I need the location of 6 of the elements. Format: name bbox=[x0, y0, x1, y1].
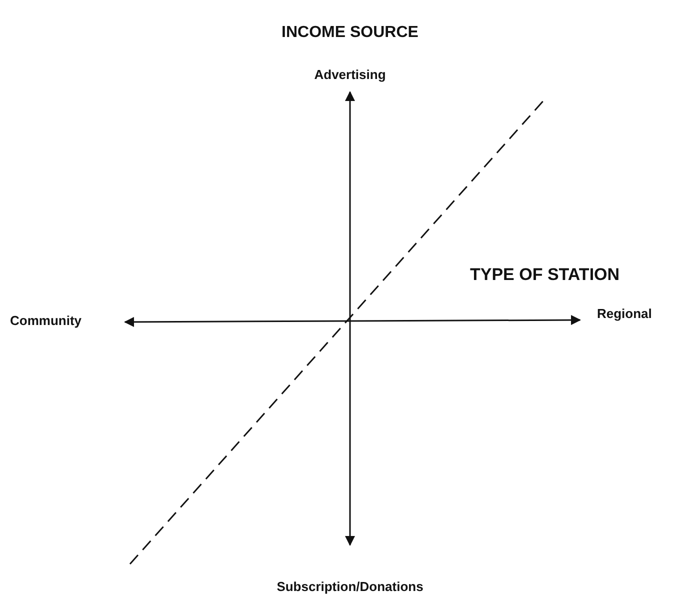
axis-end-label: Subscription/Donations bbox=[276, 580, 424, 594]
axis-end-label: Community bbox=[10, 314, 82, 328]
axis-title: INCOME SOURCE bbox=[282, 24, 418, 42]
axis-title: TYPE OF STATION bbox=[470, 266, 620, 285]
axis-end-label: Regional bbox=[597, 307, 652, 322]
axis-end-label: Advertising bbox=[314, 68, 386, 82]
